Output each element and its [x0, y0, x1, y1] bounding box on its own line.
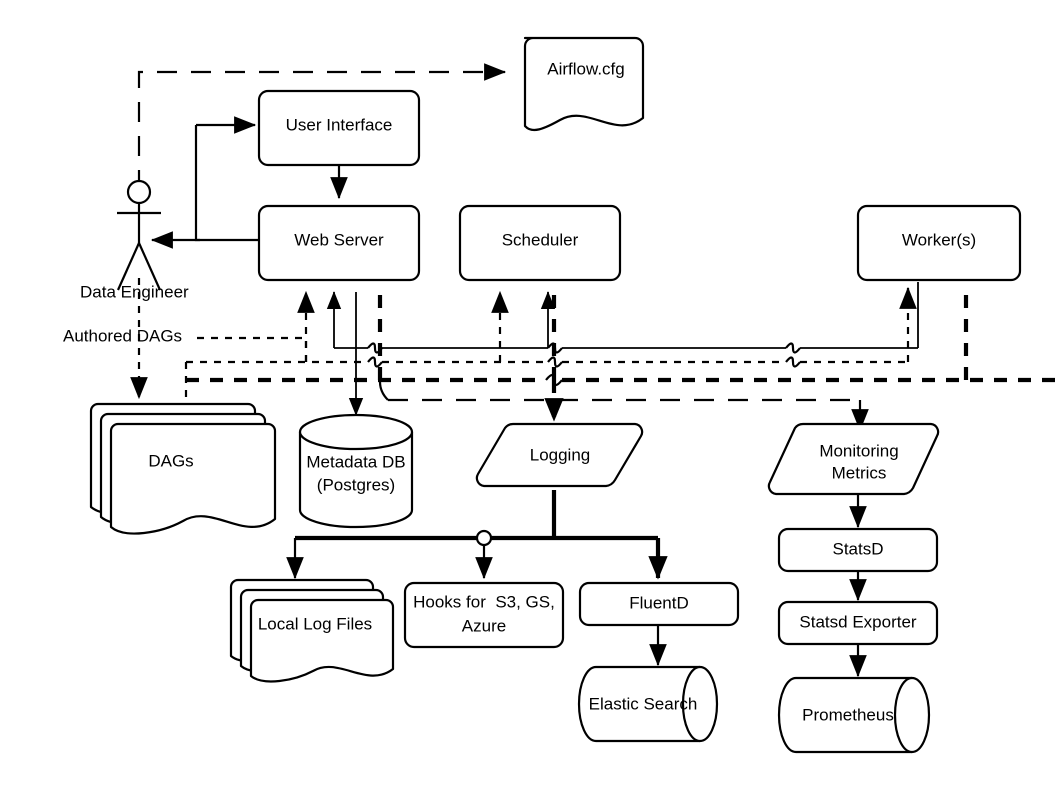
- node-label: Web Server: [294, 230, 384, 249]
- node-workers[interactable]: Worker(s): [856, 204, 1022, 282]
- node-local-log-files[interactable]: Local Log Files: [229, 578, 395, 683]
- line-jump-icon: [367, 356, 383, 368]
- node-label: Worker(s): [902, 230, 976, 249]
- node-data-engineer[interactable]: Data Engineer: [80, 179, 189, 301]
- node-label-line2: (Postgres): [317, 475, 395, 494]
- node-label: FluentD: [629, 593, 689, 612]
- line-jump-icon: [475, 529, 493, 547]
- node-web-server[interactable]: Web Server: [257, 204, 421, 282]
- node-label: StatsD: [832, 539, 883, 558]
- node-statsd-exporter[interactable]: Statsd Exporter: [777, 600, 939, 646]
- edge-logging-fanout: [286, 490, 668, 580]
- node-label: Statsd Exporter: [799, 612, 917, 631]
- node-user-interface[interactable]: User Interface: [257, 89, 421, 167]
- node-statsd[interactable]: StatsD: [777, 527, 939, 573]
- node-monitoring-metrics[interactable]: Monitoring Metrics: [767, 422, 940, 496]
- node-label: Logging: [530, 445, 591, 464]
- line-jump-icon: [785, 342, 801, 354]
- node-elastic-search[interactable]: Elastic Search: [577, 665, 719, 743]
- node-logging[interactable]: Logging: [475, 422, 644, 488]
- edge-engineer-to-airflowcfg: [137, 63, 507, 190]
- node-fluentd[interactable]: FluentD: [578, 581, 740, 627]
- node-label-line1: Metadata DB: [306, 452, 405, 471]
- node-metadata-db[interactable]: Metadata DB (Postgres): [298, 413, 414, 529]
- node-label-line1: Hooks for S3, GS,: [413, 592, 555, 611]
- node-label: Data Engineer: [80, 282, 189, 301]
- node-dags[interactable]: DAGs: [89, 402, 277, 535]
- edge-long-dash-origin: [378, 381, 389, 401]
- edge-dashed-risers: [184, 286, 917, 402]
- node-label: Elastic Search: [589, 694, 698, 713]
- node-hooks[interactable]: Hooks for S3, GS, Azure: [403, 581, 565, 649]
- node-label: Prometheus: [802, 705, 894, 724]
- edge-thick-verticals: [377, 288, 969, 422]
- node-label-line2: Azure: [462, 616, 506, 635]
- edge-solid-risers: [326, 282, 919, 348]
- node-label-line2: Metrics: [832, 463, 887, 482]
- node-prometheus[interactable]: Prometheus: [777, 676, 931, 754]
- node-label: Local Log Files: [258, 614, 372, 633]
- line-jump-icon: [547, 356, 563, 368]
- node-label: Airflow.cfg: [547, 59, 624, 78]
- node-label: Scheduler: [502, 230, 579, 249]
- node-scheduler[interactable]: Scheduler: [458, 204, 622, 282]
- edge-webserver-to-engineer: [194, 125, 262, 242]
- node-label: DAGs: [148, 451, 193, 470]
- line-jump-icon: [785, 356, 801, 368]
- node-airflow-cfg[interactable]: Airflow.cfg: [523, 36, 645, 132]
- node-label-line1: Monitoring: [819, 441, 898, 460]
- edge-label-authored-dags: Authored DAGs: [63, 326, 182, 345]
- node-label: User Interface: [286, 115, 393, 134]
